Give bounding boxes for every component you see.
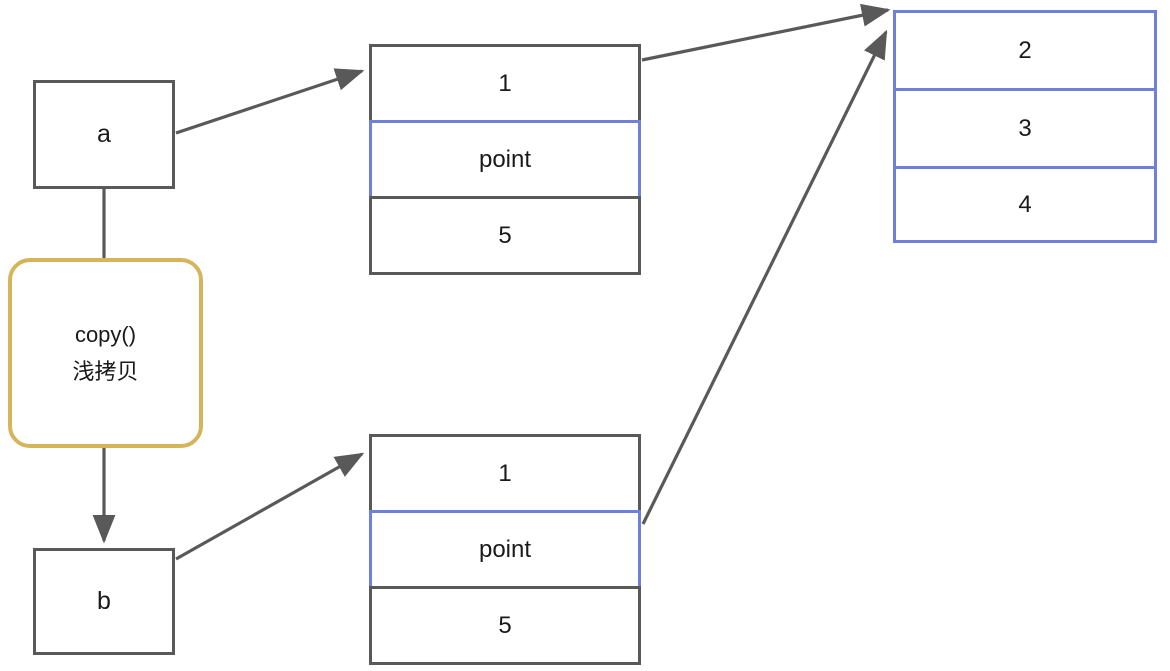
list-cell[interactable]: 3 bbox=[893, 88, 1157, 166]
list-cell-value: point bbox=[478, 535, 532, 563]
edge-list-b-to-shared bbox=[641, 29, 888, 525]
list-cell-value: point bbox=[478, 145, 532, 173]
edge-b-to-list-b bbox=[175, 452, 365, 561]
list-cell-value: 1 bbox=[498, 69, 512, 97]
list-cell-value: 4 bbox=[1018, 190, 1032, 218]
list-cell-value: 3 bbox=[1018, 114, 1032, 142]
variable-label-b: b bbox=[97, 587, 111, 615]
list-copied: 1 point 5 bbox=[369, 434, 641, 671]
edge-list-a-to-shared bbox=[641, 3, 891, 62]
list-cell-value: 2 bbox=[1018, 36, 1032, 64]
edge-a-to-list-a bbox=[175, 68, 365, 135]
variable-box-a[interactable]: a bbox=[33, 80, 175, 189]
list-cell[interactable]: 2 bbox=[893, 10, 1157, 88]
variable-box-b[interactable]: b bbox=[33, 548, 175, 655]
process-label-function: copy() bbox=[74, 321, 137, 347]
variable-label-a: a bbox=[97, 120, 111, 148]
list-cell[interactable]: 5 bbox=[369, 586, 641, 665]
list-cell[interactable]: 4 bbox=[893, 166, 1157, 243]
list-cell[interactable]: 1 bbox=[369, 434, 641, 513]
list-cell[interactable]: 1 bbox=[369, 44, 641, 123]
list-cell[interactable]: 5 bbox=[369, 196, 641, 275]
process-label-chinese: 浅拷贝 bbox=[72, 359, 139, 384]
process-box-copy[interactable]: copy() 浅拷贝 bbox=[8, 258, 203, 448]
list-cell-value: 5 bbox=[498, 611, 512, 639]
list-cell-value: 1 bbox=[498, 459, 512, 487]
list-cell-point[interactable]: point bbox=[369, 120, 641, 199]
list-original: 1 point 5 bbox=[369, 44, 641, 281]
list-cell-value: 5 bbox=[498, 221, 512, 249]
list-shared: 2 3 4 bbox=[893, 10, 1157, 243]
list-cell-point[interactable]: point bbox=[369, 510, 641, 589]
